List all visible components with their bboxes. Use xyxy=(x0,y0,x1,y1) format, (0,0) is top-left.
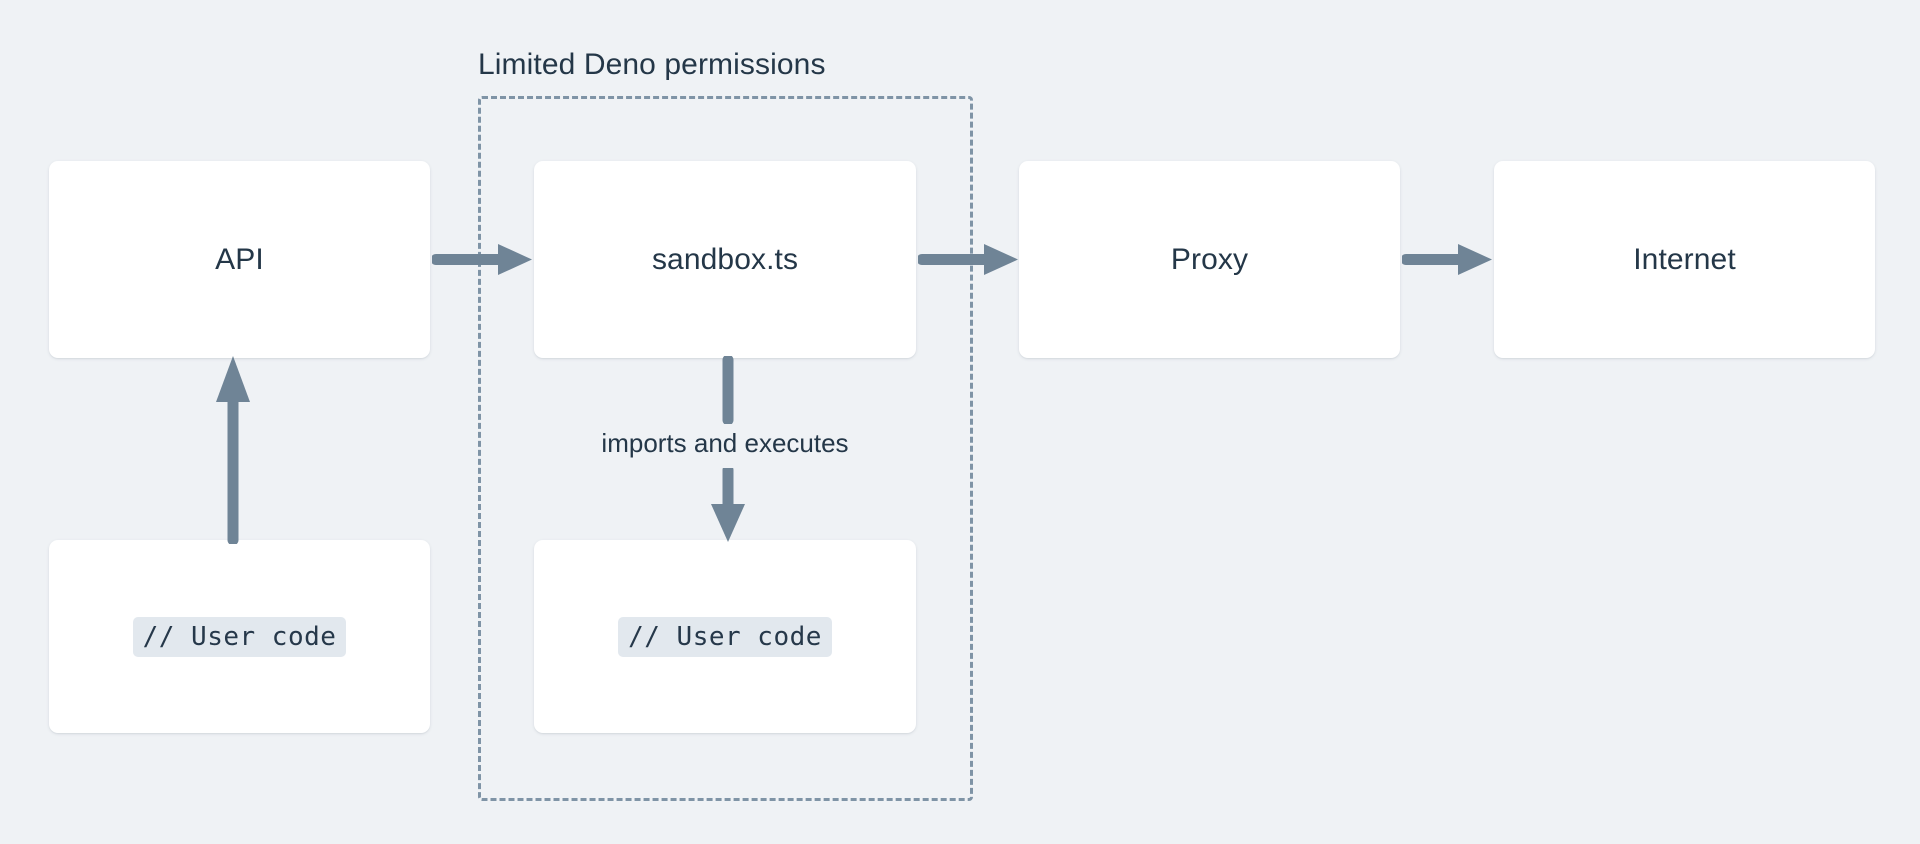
node-user-code-left-label: // User code xyxy=(132,616,347,657)
arrow-proxy-to-internet xyxy=(1402,244,1492,275)
node-api-label: API xyxy=(215,242,264,276)
sandbox-boundary xyxy=(478,96,973,801)
sandbox-boundary-label: Limited Deno permissions xyxy=(478,48,826,81)
node-sandbox-label: sandbox.ts xyxy=(651,242,799,276)
node-user-code-sandbox-label: // User code xyxy=(618,616,832,657)
node-proxy[interactable]: Proxy xyxy=(1019,161,1400,358)
node-proxy-label: Proxy xyxy=(1170,242,1249,276)
arrow-sandbox-to-proxy xyxy=(918,244,1018,275)
arrow-sandbox-to-user-code-arrowhead-segment xyxy=(711,468,745,542)
node-user-code-sandbox[interactable]: // User code xyxy=(534,540,916,733)
node-internet[interactable]: Internet xyxy=(1494,161,1875,358)
edge-label-imports-and-executes: imports and executes xyxy=(601,428,849,458)
node-user-code-left[interactable]: // User code xyxy=(49,540,430,733)
arrow-sandbox-to-user-code-upper-segment xyxy=(722,356,734,424)
node-sandbox[interactable]: sandbox.ts xyxy=(534,161,916,358)
node-api[interactable]: API xyxy=(49,161,430,358)
node-internet-label: Internet xyxy=(1633,242,1736,276)
arrow-user-code-to-api xyxy=(216,356,250,544)
arrow-api-to-sandbox xyxy=(432,244,532,275)
